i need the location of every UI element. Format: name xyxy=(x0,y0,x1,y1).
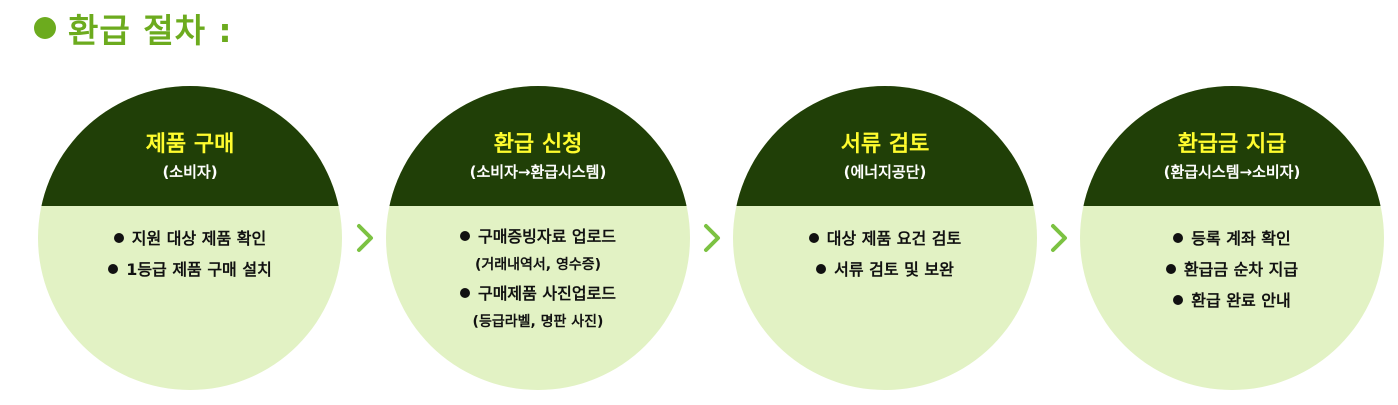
bullet-icon xyxy=(1165,264,1176,274)
step-item: 등록 계좌 확인 xyxy=(1080,223,1384,254)
step-body: 대상 제품 요건 검토 서류 검토 및 보완 xyxy=(733,223,1037,285)
step-item: 1등급 제품 구매 설치 xyxy=(38,254,342,285)
bullet-icon xyxy=(459,288,470,298)
step-title: 서류 검토 xyxy=(840,132,930,157)
step-title: 환급금 지급 xyxy=(1177,132,1287,157)
step-4-payment: 환급금 지급 (환급시스템→소비자) 등록 계좌 확인 환급금 순차 지급 환급… xyxy=(1080,86,1384,390)
step-item-note: (거래내역서, 영수증) xyxy=(474,257,602,273)
step-item: 대상 제품 요건 검토 xyxy=(733,223,1037,254)
step-actor: (에너지공단) xyxy=(843,163,927,181)
step-item: 구매증빙자료 업로드 xyxy=(386,221,690,252)
bullet-icon xyxy=(108,264,119,274)
step-item: 서류 검토 및 보완 xyxy=(733,254,1037,285)
chevron-right-icon xyxy=(704,224,720,252)
chevron-right-icon xyxy=(1051,224,1067,252)
step-body: 구매증빙자료 업로드 (거래내역서, 영수증) 구매제품 사진업로드 (등급라벨… xyxy=(386,221,690,335)
title-bullet-icon xyxy=(34,17,56,39)
step-title: 환급 신청 xyxy=(493,132,583,157)
step-item: 구매제품 사진업로드 xyxy=(386,278,690,309)
bullet-icon xyxy=(1173,295,1184,305)
step-2-application: 환급 신청 (소비자→환급시스템) 구매증빙자료 업로드 (거래내역서, 영수증… xyxy=(386,86,690,390)
step-actor: (환급시스템→소비자) xyxy=(1163,163,1301,181)
step-actor: (소비자) xyxy=(162,163,218,181)
step-body: 등록 계좌 확인 환급금 순차 지급 환급 완료 안내 xyxy=(1080,223,1384,316)
step-header: 환급금 지급 (환급시스템→소비자) xyxy=(1080,86,1384,206)
step-item: 환급 완료 안내 xyxy=(1080,285,1384,316)
bullet-icon xyxy=(459,231,470,241)
step-header: 환급 신청 (소비자→환급시스템) xyxy=(386,86,690,206)
bullet-icon xyxy=(1173,233,1184,243)
chevron-right-icon xyxy=(357,224,373,252)
bullet-icon xyxy=(816,264,827,274)
page-title: 환급 절차 : xyxy=(34,6,233,50)
page-title-text: 환급 절차 : xyxy=(68,11,233,50)
step-header: 제품 구매 (소비자) xyxy=(38,86,342,206)
step-actor: (소비자→환급시스템) xyxy=(469,163,607,181)
step-item: 환급금 순차 지급 xyxy=(1080,254,1384,285)
bullet-icon xyxy=(808,233,819,243)
step-body: 지원 대상 제품 확인 1등급 제품 구매 설치 xyxy=(38,223,342,285)
bullet-icon xyxy=(113,233,124,243)
step-1-purchase: 제품 구매 (소비자) 지원 대상 제품 확인 1등급 제품 구매 설치 xyxy=(38,86,342,390)
step-header: 서류 검토 (에너지공단) xyxy=(733,86,1037,206)
step-item-note: (등급라벨, 명판 사진) xyxy=(472,314,604,330)
step-title: 제품 구매 xyxy=(145,132,235,157)
step-item: 지원 대상 제품 확인 xyxy=(38,223,342,254)
step-3-review: 서류 검토 (에너지공단) 대상 제품 요건 검토 서류 검토 및 보완 xyxy=(733,86,1037,390)
